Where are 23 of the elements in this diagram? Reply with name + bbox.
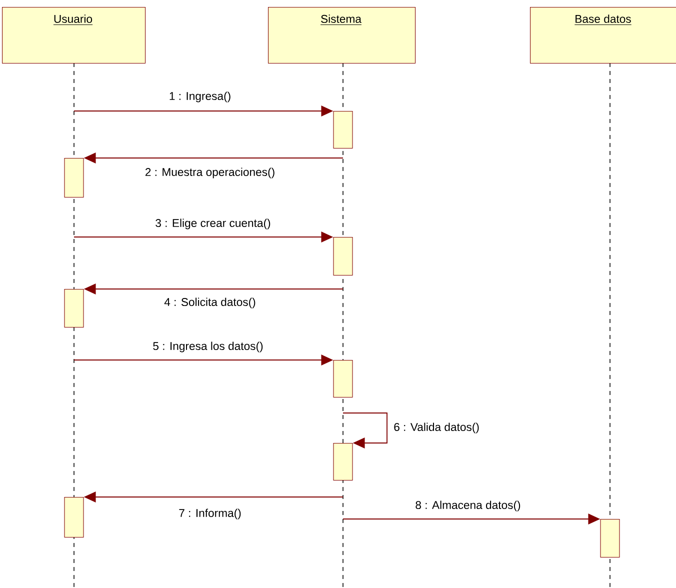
activation-bar [333, 360, 353, 398]
message-label: 2 : Muestra operaciones() [144, 166, 276, 180]
lifeline-head-box [268, 7, 416, 64]
activation-bar [64, 158, 84, 198]
message-label: 7 : Informa() [177, 507, 243, 521]
activation-bar [333, 111, 353, 149]
message-label: 4 : Solicita datos() [162, 296, 258, 310]
activation-bar [64, 497, 84, 538]
message-label: 6 : Valida datos() [392, 421, 481, 435]
message-label: 1 : Ingresa() [168, 90, 232, 104]
lifeline-name: Sistema [320, 14, 362, 26]
lifeline-name: Usuario [53, 14, 93, 26]
message-label: 8 : Almacena datos() [414, 499, 522, 513]
lifeline-head-box [2, 7, 146, 64]
lifeline-name: Base datos [574, 14, 632, 26]
lifeline-head-box [530, 7, 676, 64]
activation-bar [64, 289, 84, 328]
activation-bar [333, 237, 353, 276]
message-label: 3 : Elige crear cuenta() [154, 217, 272, 231]
message-label: 5 : Ingresa los datos() [151, 340, 265, 354]
activation-bar [333, 443, 353, 481]
activation-bar [600, 518, 620, 558]
message-arrow [342, 412, 388, 448]
